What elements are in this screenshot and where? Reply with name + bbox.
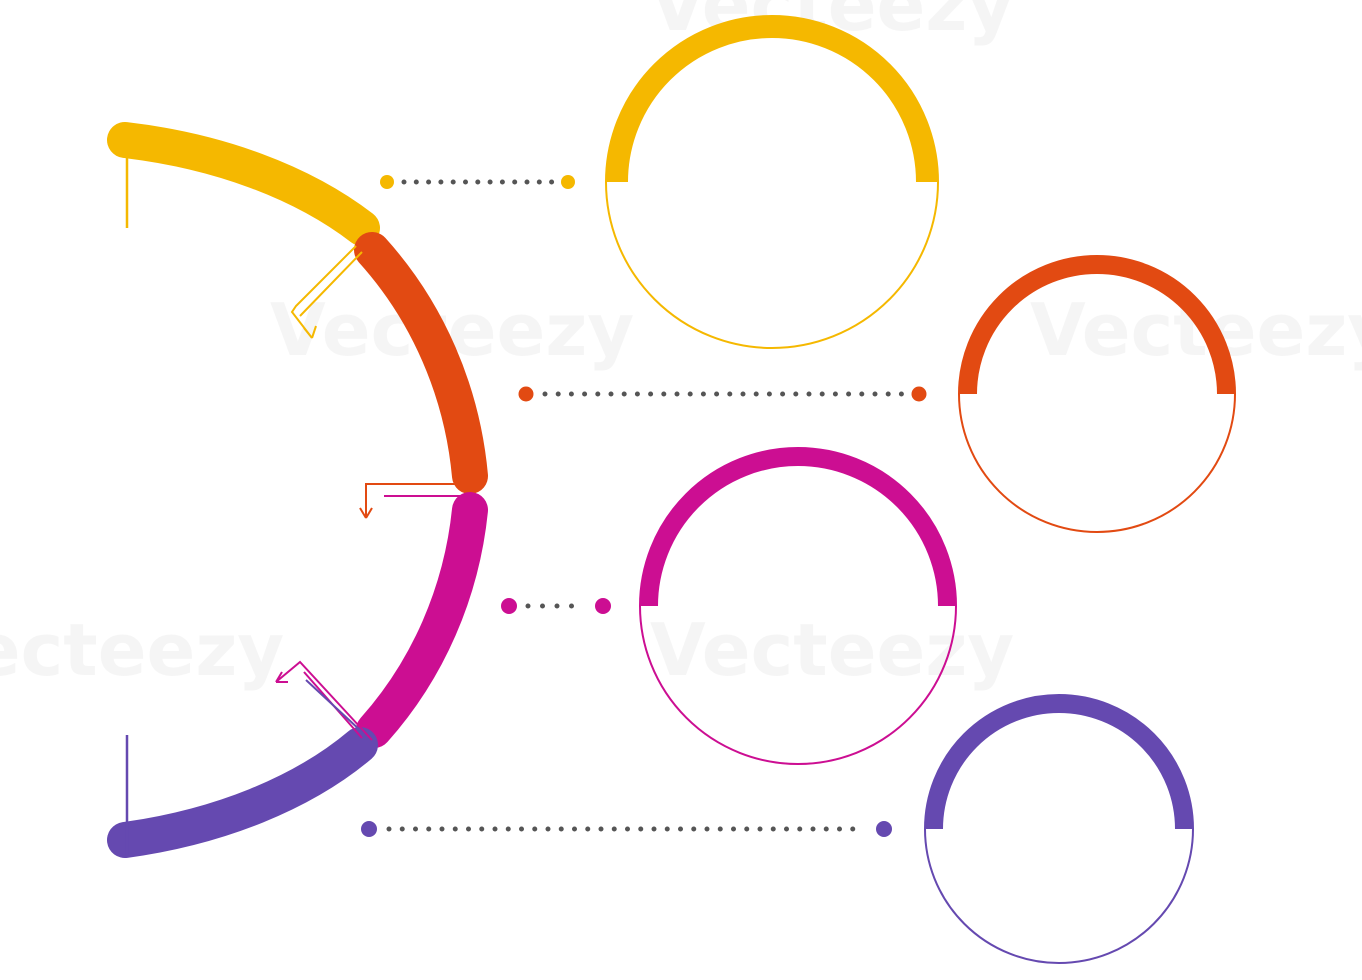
dotted-connector-purple [361, 821, 892, 837]
step-circle-orange [958, 255, 1236, 533]
dotted-connector-yellow [380, 175, 575, 189]
step-circle-yellow [605, 15, 939, 349]
arc-segment-orange [354, 232, 488, 494]
arc-segment-magenta [356, 492, 488, 748]
arc-segment-purple [107, 727, 378, 858]
arrow-orange-icon [359, 483, 470, 519]
dotted-connector-orange [518, 386, 927, 402]
watermark-text: Vecteezy [650, 608, 1014, 692]
arc-segment-yellow [107, 122, 380, 246]
step-circle-magenta [639, 447, 957, 765]
watermark-group: Vecteezy Vecteezy Vecteezy Vecteezy Vect… [0, 0, 1362, 692]
dotted-connector-magenta [501, 598, 611, 614]
arrow-yellow-icon [290, 245, 363, 339]
arrow-purple-icon [305, 679, 363, 733]
connector-arrows [275, 245, 470, 741]
main-arc [107, 122, 488, 858]
watermark-text: Vecteezy [0, 608, 284, 692]
step-circle-purple [924, 694, 1194, 964]
